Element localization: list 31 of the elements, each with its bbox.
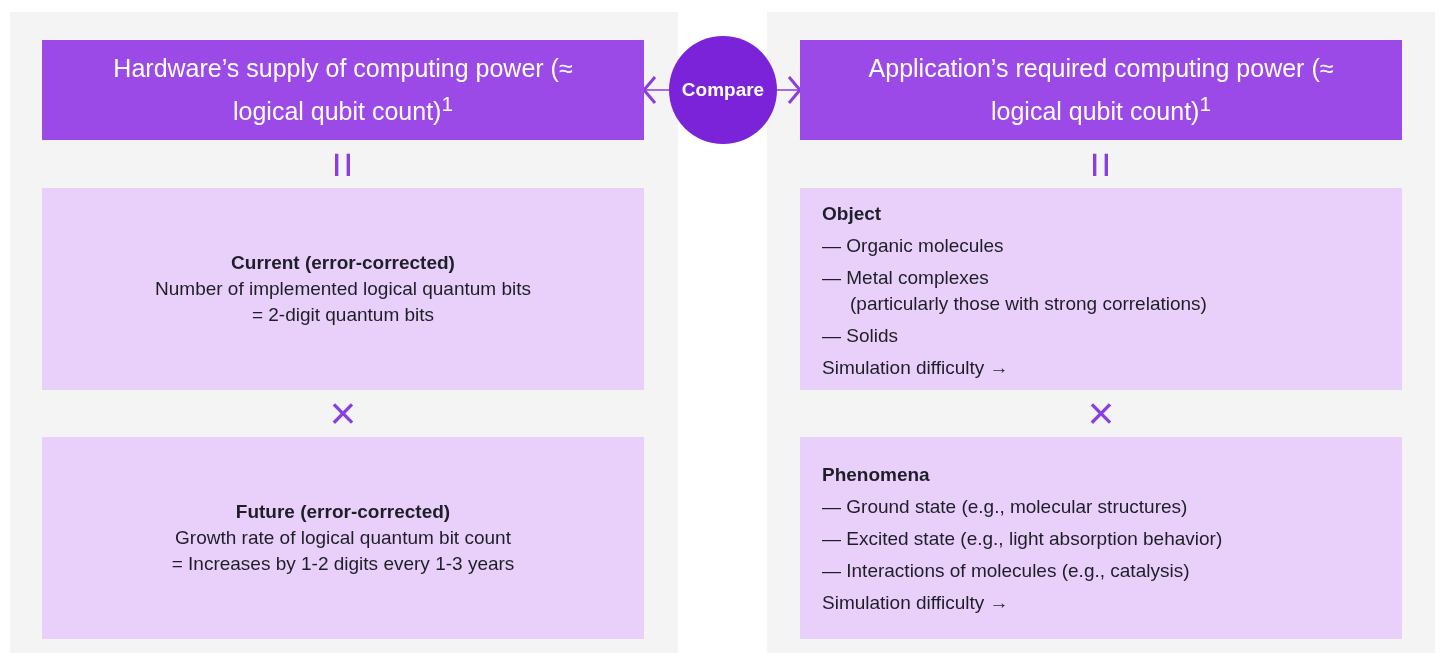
- box-text: — Solids: [822, 324, 900, 348]
- equals-sign: =: [1078, 150, 1124, 181]
- header-box: [42, 40, 644, 140]
- multiplication-sign: ×: [1086, 390, 1116, 436]
- box-text: = 2-digit quantum bits: [251, 303, 435, 327]
- box-heading: Future (error-corrected): [235, 500, 451, 524]
- box-text: Simulation difficulty →: [822, 591, 1010, 615]
- box-heading: Object: [822, 202, 883, 226]
- equals-sign: =: [320, 150, 366, 181]
- box-text: Simulation difficulty →: [822, 356, 1010, 380]
- box-text: (particularly those with strong correlations): [849, 292, 1208, 316]
- box-text: Growth rate of logical quantum bit count: [175, 526, 511, 550]
- content-box: [800, 188, 1402, 390]
- box-text: — Interactions of molecules (e.g., catalysis): [822, 559, 1191, 583]
- box-text: — Ground state (e.g., molecular structures): [822, 495, 1189, 519]
- content-box: [800, 437, 1402, 639]
- box-heading: Phenomena: [822, 463, 931, 487]
- content-box: [42, 437, 644, 639]
- box-text: — Excited state (e.g., light absorption behavior): [822, 527, 1224, 551]
- circle-label: Compare: [681, 79, 765, 101]
- box-text: = Increases by 1-2 digits every 1-3 years: [171, 552, 515, 576]
- header-text: Hardware’s supply of computing power (≈ logical qubit count)$^{1}$: [112, 52, 574, 128]
- chevron-arrow: [776, 75, 802, 105]
- content-box: [42, 188, 644, 390]
- box-heading: Current (error-corrected): [231, 251, 455, 275]
- box-text: — Organic molecules: [822, 234, 1005, 258]
- header-text: Application’s required computing power (≈ logical qubit count)$^{1}$: [867, 52, 1335, 128]
- box-text: — Metal complexes: [822, 266, 990, 290]
- header-box: [800, 40, 1402, 140]
- box-text: Number of implemented logical quantum bits: [155, 277, 531, 301]
- multiplication-sign: ×: [328, 390, 358, 436]
